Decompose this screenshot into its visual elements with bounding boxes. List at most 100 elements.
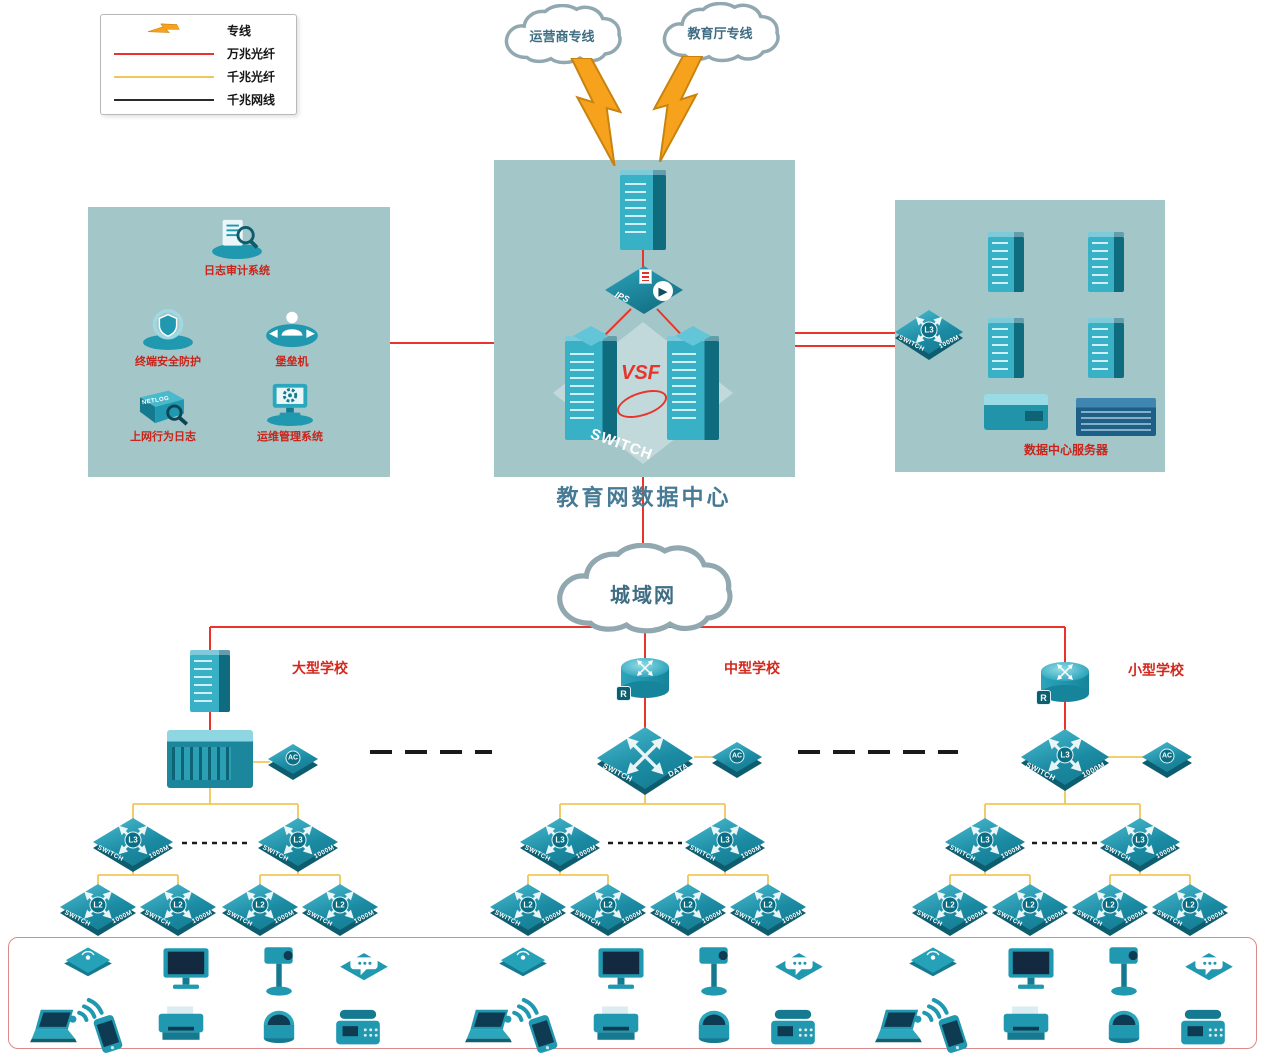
legend-label: 专线 <box>227 24 252 38</box>
small-school-l2-switch-1: L2 SWITCH 1000M <box>912 884 988 936</box>
printer-icon <box>1000 1004 1052 1044</box>
ptz-camera-icon <box>258 942 300 1000</box>
small-school-core-switch: L3 SWITCH 1000M <box>1021 729 1109 791</box>
printer-icon <box>590 1004 642 1044</box>
switch-type-badge: L2 <box>599 896 617 914</box>
switch-type-badge: L3 <box>1056 746 1074 764</box>
terminal-security-icon <box>139 306 197 350</box>
switch-type-badge: L2 <box>251 896 269 914</box>
wireless-ap-icon <box>907 944 959 978</box>
serverfarm-l3-switch: L3 SWITCH 1000M <box>895 310 963 360</box>
legend-row-1g-copper: 千兆网线 <box>101 88 296 111</box>
small-school-l3-switch-1: L3 SWITCH 1000M <box>945 818 1025 872</box>
medium-school-ac: AC <box>712 742 762 778</box>
carrier-cloud-label: 运营商专线 <box>529 29 595 44</box>
laptop-icon <box>463 1008 521 1044</box>
education-cloud-label: 教育厅专线 <box>687 26 753 41</box>
desktop-monitor-icon <box>160 946 212 992</box>
small-school-router: R <box>1036 662 1089 705</box>
switch-type-badge: L2 <box>1181 896 1199 914</box>
switch-type-badge: L3 <box>1131 831 1149 849</box>
netlog-label: 上网行为日志 <box>130 431 196 443</box>
switch-type-badge: L2 <box>169 896 187 914</box>
small-school-l2-switch-3: L2 SWITCH 1000M <box>1072 884 1148 936</box>
large-school-l2-switch-4: L2 SWITCH 1000M <box>302 884 378 936</box>
server-tower <box>1088 318 1124 378</box>
lightning-bolt-left <box>556 58 626 166</box>
medium-school-core-switch: SWITCH DATA CENTER <box>597 727 696 795</box>
switch-type-badge: L3 <box>920 321 938 339</box>
education-cloud: 教育厅专线 <box>643 2 797 66</box>
router-badge: R <box>616 686 631 701</box>
datacenter-title: 教育网数据中心 <box>556 485 732 510</box>
medium-school-l2-switch-1: L2 SWITCH 1000M <box>490 884 566 936</box>
legend-row-10g-fiber: 万兆光纤 <box>101 42 296 65</box>
log-audit-label: 日志审计系统 <box>204 265 270 277</box>
bastion-host-label: 堡垒机 <box>275 356 309 368</box>
log-audit-icon <box>208 216 266 260</box>
large-school-label: 大型学校 <box>292 662 348 677</box>
server-tower <box>1088 232 1124 292</box>
medium-school-l2-switch-2: L2 SWITCH 1000M <box>570 884 646 936</box>
large-school-l2-switch-2: L2 SWITCH 1000M <box>140 884 216 936</box>
messaging-device-icon <box>1183 948 1235 982</box>
switch-type-badge: L2 <box>519 896 537 914</box>
legend-box: 专线 万兆光纤 千兆光纤 千兆网线 <box>100 14 297 115</box>
man-cloud: 城域网 <box>536 543 750 639</box>
ips-device: ▶ IPS <box>605 266 683 314</box>
rack-server <box>1076 398 1156 436</box>
switch-type-badge: L2 <box>331 896 349 914</box>
ips-screen <box>639 268 653 284</box>
wireless-ap-icon <box>62 944 114 978</box>
legend-row-1g-fiber: 千兆光纤 <box>101 65 296 88</box>
small-school-l2-switch-2: L2 SWITCH 1000M <box>992 884 1068 936</box>
dome-camera-icon <box>693 1006 735 1044</box>
switch-type-badge: L2 <box>1021 896 1039 914</box>
laptop-icon <box>873 1008 931 1044</box>
core-switch-right <box>667 336 719 440</box>
server-tower <box>988 318 1024 378</box>
switch-type-badge: L3 <box>289 831 307 849</box>
large-school-l3-switch-1: L3 SWITCH 1000M <box>93 818 173 872</box>
small-school-l2-switch-4: L2 SWITCH 1000M <box>1152 884 1228 936</box>
messaging-device-icon <box>338 948 390 982</box>
legend-label: 千兆网线 <box>227 93 276 107</box>
legend-row-dedicated-line: 专线 <box>101 19 296 42</box>
ac-badge: AC <box>285 750 301 766</box>
router-badge: R <box>1036 690 1051 705</box>
ptz-camera-icon <box>693 942 735 1000</box>
server-farm-label: 数据中心服务器 <box>1023 443 1109 457</box>
wireless-ap-icon <box>497 944 549 978</box>
core-switch-left <box>565 336 617 440</box>
switch-type-badge: L3 <box>716 831 734 849</box>
laptop-icon <box>28 1008 86 1044</box>
small-school-label: 小型学校 <box>1128 664 1184 679</box>
firewall-device <box>620 170 666 250</box>
telephone-icon <box>332 1008 384 1048</box>
large-school-l3-switch-2: L3 SWITCH 1000M <box>258 818 338 872</box>
large-school-l2-switch-1: L2 SWITCH 1000M <box>60 884 136 936</box>
switch-type-badge: L3 <box>124 831 142 849</box>
desktop-monitor-icon <box>1005 946 1057 992</box>
medium-school-router: R <box>616 658 669 701</box>
ac-badge: AC <box>729 748 745 764</box>
switch-type-badge: L2 <box>679 896 697 914</box>
ops-management-label: 运维管理系统 <box>257 431 323 443</box>
switch-type-badge: L2 <box>89 896 107 914</box>
medium-school-l3-switch-2: L3 SWITCH 1000M <box>685 818 765 872</box>
desktop-monitor-icon <box>595 946 647 992</box>
switch-type-badge: L2 <box>759 896 777 914</box>
large-school-core-device <box>167 730 253 788</box>
switch-type-badge: L3 <box>976 831 994 849</box>
switch-type-badge: L2 <box>1101 896 1119 914</box>
black-line-icon <box>101 98 227 101</box>
printer-icon <box>155 1004 207 1044</box>
ips-arrow-icon: ▶ <box>652 281 673 302</box>
medium-school-l2-switch-4: L2 SWITCH 1000M <box>730 884 806 936</box>
ops-management-icon <box>261 380 319 426</box>
legend-label: 千兆光纤 <box>227 70 276 84</box>
medium-school-l3-switch-1: L3 SWITCH 1000M <box>520 818 600 872</box>
ac-badge: AC <box>1159 748 1175 764</box>
telephone-icon <box>767 1008 819 1048</box>
